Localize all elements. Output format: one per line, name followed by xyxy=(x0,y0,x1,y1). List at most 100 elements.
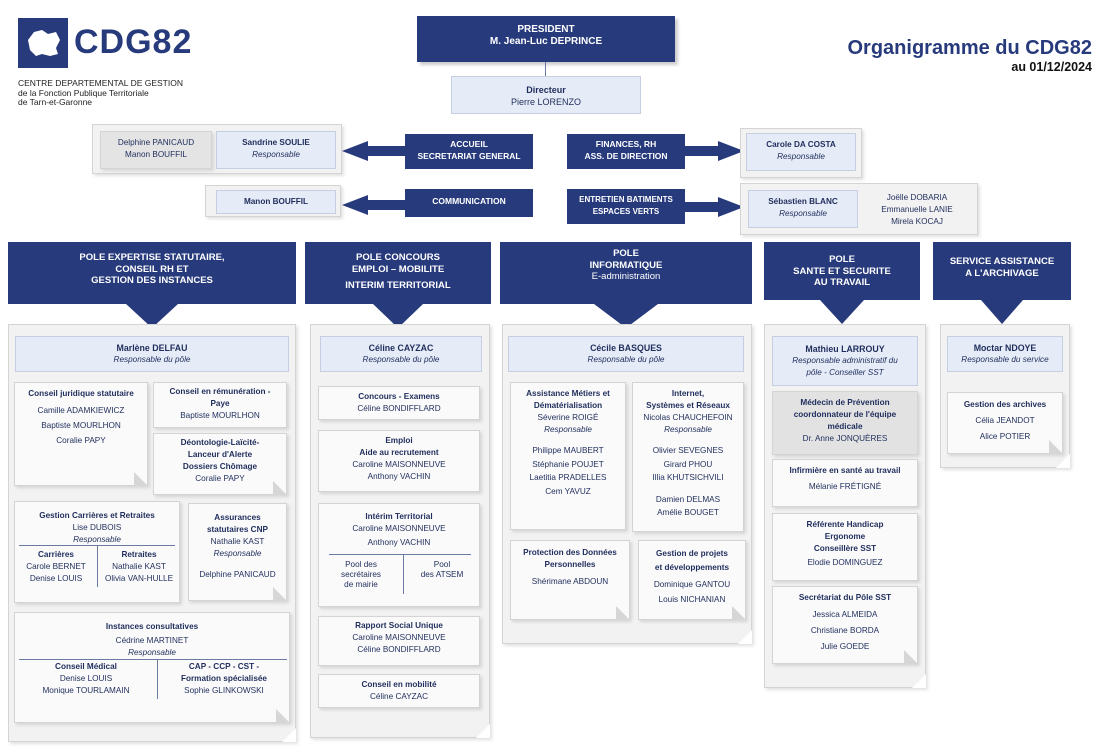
resp-role: Responsable du service xyxy=(961,355,1049,364)
resp-name: Lise DUBOIS xyxy=(72,523,122,532)
pole-title: SANTE ET SECURITE xyxy=(793,265,891,277)
resp-name: Sébastien BLANC xyxy=(768,197,838,206)
section-title: Aide au recrutement xyxy=(359,448,439,457)
pdp-box: Protection des Données Personnelles Shér… xyxy=(510,540,630,620)
connector xyxy=(545,62,546,76)
logo-subtitle: CENTRE DEPARTEMENTAL DE GESTION de la Fo… xyxy=(18,78,183,108)
accueil-header: ACCUEIL SECRETARIAT GENERAL xyxy=(405,134,533,169)
resp-role: Responsable xyxy=(128,648,176,657)
pole1-resp: Marlène DELFAU Responsable du pôle xyxy=(15,336,289,372)
pole-title: CONSEIL RH ET xyxy=(115,263,189,275)
section-title: Instances consultatives xyxy=(105,622,199,631)
logo-sub-line: de la Fonction Publique Territoriale xyxy=(18,87,149,98)
staff-name: Julie GOEDE xyxy=(820,642,870,651)
pole-title: POLE xyxy=(613,248,639,259)
staff-name: Philippe MAUBERT xyxy=(532,446,604,455)
accueil-staff: Delphine PANICAUD Manon BOUFFIL xyxy=(100,131,212,169)
staff-name: Monique TOURLAMAIN xyxy=(42,686,130,695)
staff-name: Caroline MAISONNEUVE xyxy=(352,524,446,533)
staff-name: Nathalie KAST xyxy=(112,562,166,571)
divider xyxy=(403,554,404,594)
arrow-right-icon xyxy=(684,141,744,161)
service-title: ASS. DE DIRECTION xyxy=(584,150,668,161)
staff-name: Olivia VAN-HULLE xyxy=(104,574,174,583)
entretien-header: ENTRETIEN BATIMENTS ESPACES VERTS xyxy=(567,189,685,224)
service-title: COMMUNICATION xyxy=(432,196,506,206)
directeur-title: Directeur xyxy=(526,85,566,95)
resp-name: Céline CAYZAC xyxy=(368,343,434,353)
staff-name: Caroline MAISONNEUVE xyxy=(352,633,446,642)
section-title: Secrétariat du Pôle SST xyxy=(798,593,892,602)
deo-box: Déontologie-Laïcité- Lanceur d'Alerte Do… xyxy=(153,433,287,495)
section-title: Retraites xyxy=(121,550,157,559)
pole-title: AU TRAVAIL xyxy=(813,277,871,288)
sec-box: Secrétariat du Pôle SST Jessica ALMEIDA … xyxy=(772,586,918,664)
pole2-resp: Céline CAYZAC Responsable du pôle xyxy=(320,336,482,372)
pole2-header-shape xyxy=(305,242,491,328)
divider xyxy=(157,659,158,699)
pole-title: POLE EXPERTISE STATUTAIRE, xyxy=(79,252,225,263)
pool-label: Pool xyxy=(433,560,451,569)
section-title: Gestion Carrières et Retraites xyxy=(39,511,155,520)
staff-name: Coralie PAPY xyxy=(56,436,106,445)
resp-name: Séverine ROIGÉ xyxy=(537,413,599,422)
staff-name: Sophie GLINKOWSKI xyxy=(184,686,264,695)
inf-box: Infirmière en santé au travail Mélanie F… xyxy=(772,459,918,507)
staff-name: Damien DELMAS xyxy=(655,494,721,504)
finances-header: FINANCES, RH ASS. DE DIRECTION xyxy=(567,134,685,169)
section-title: Conseil juridique statutaire xyxy=(28,389,134,398)
pole4-header: POLE SANTE ET SECURITE AU TRAVAIL xyxy=(764,254,920,289)
section-title: Déontologie-Laïcité- xyxy=(180,438,260,447)
section-title: statutaires CNP xyxy=(207,525,268,534)
logo-sub-line: CENTRE DEPARTEMENTAL DE GESTION xyxy=(18,78,183,88)
resp-role: Responsable xyxy=(777,152,825,161)
pole-title: POLE CONCOURS xyxy=(356,252,440,263)
staff-name: Baptiste MOURLHON xyxy=(41,421,121,430)
pool-label: Pool des xyxy=(345,560,377,569)
logo-map-icon xyxy=(18,18,68,68)
staff-name: Anthony VACHIN xyxy=(367,538,431,547)
staff-name: Elodie DOMINGUEZ xyxy=(807,558,883,567)
staff-name: Cem YAVUZ xyxy=(545,486,591,496)
staff-name: Shérimane ABDOUN xyxy=(531,577,609,586)
resp-role: Responsable xyxy=(779,209,827,218)
staff-name: Delphine PANICAUD xyxy=(199,570,276,579)
section-title: Conseil en mobilité xyxy=(361,680,437,689)
section-title: Personnelles xyxy=(544,560,596,569)
section-title: Rapport Social Unique xyxy=(355,621,443,630)
staff-name: Illia KHUTSICHVILI xyxy=(652,473,724,482)
cjs-box: Conseil juridique statutaire Camille ADA… xyxy=(14,382,148,486)
staff-name: Delphine PANICAUD xyxy=(117,138,195,147)
communication-header: COMMUNICATION xyxy=(405,189,533,217)
section-title: et développements xyxy=(654,563,730,572)
staff-name: Louis NICHANIAN xyxy=(658,595,726,604)
staff-name: Girard PHOU xyxy=(663,459,713,469)
resp-role: Responsable xyxy=(73,535,121,544)
resp-role: Responsable xyxy=(664,425,712,434)
pole-title: E-administration xyxy=(591,271,661,282)
pole-title: A L'ARCHIVAGE xyxy=(965,267,1039,279)
title-main: Organigramme du CDG82 xyxy=(847,37,1092,59)
arrow-right-icon xyxy=(684,197,744,217)
pole1-header-shape xyxy=(8,242,296,328)
pole1-header: POLE EXPERTISE STATUTAIRE, CONSEIL RH ET… xyxy=(8,252,296,287)
pole4-header-shape xyxy=(764,242,920,324)
entretien-staff: Joëlle DOBARIA Emmanuelle LANIE Mirela K… xyxy=(862,189,972,228)
staff-name: Camille ADAMKIEWICZ xyxy=(37,406,125,415)
section-title: Assistance Métiers et xyxy=(526,389,610,398)
president-name: M. Jean-Luc DEPRINCE xyxy=(489,35,603,47)
staff-name: Jessica ALMEIDA xyxy=(812,610,878,619)
service-title: ESPACES VERTS xyxy=(592,206,660,216)
ref-box: Référente Handicap Ergonome Conseillère … xyxy=(772,513,918,581)
ic-box: Instances consultatives Cédrine MARTINET… xyxy=(14,612,290,723)
mob-box: Conseil en mobilité Céline CAYZAC xyxy=(318,674,480,708)
crp-box: Conseil en rémunération - Paye Baptiste … xyxy=(153,382,287,428)
med-box: Médecin de Prévention coordonnateur de l… xyxy=(772,391,918,455)
section-title: Conseillère SST xyxy=(813,544,877,553)
pole4-resp: Mathieu LARROUY Responsable administrati… xyxy=(772,336,918,386)
section-title: Emploi xyxy=(385,436,413,445)
staff-name: Dominique GANTOU xyxy=(653,580,731,589)
staff-name: Coralie PAPY xyxy=(195,474,245,483)
logo-text: CDG82 xyxy=(74,23,193,61)
section-title: Infirmière en santé au travail xyxy=(789,466,901,475)
